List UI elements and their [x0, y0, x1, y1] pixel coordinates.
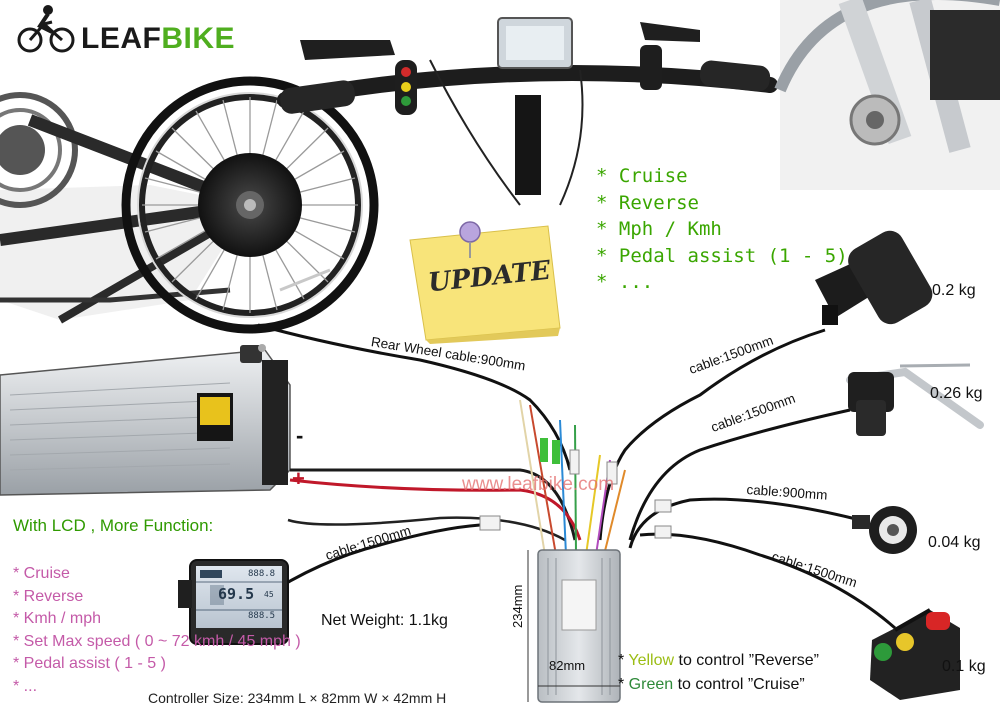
yellow-word: Yellow [628, 652, 675, 669]
lcd-feature-item: * Cruise [13, 565, 70, 582]
top-feature-list: * Cruise * Reverse * Mph / Kmh * Pedal a… [596, 163, 848, 296]
top-feature-item: * Reverse [596, 191, 699, 214]
lcd-feature-item: * Set Max speed ( 0 ~ 72 kmh / 45 mph ) [13, 632, 301, 650]
lcd-trip-readout: 888.5 [248, 611, 276, 621]
brand-logo-leaf: LEAF [81, 22, 162, 55]
battery-plus-sign: + [292, 466, 305, 491]
note-prefix: * [618, 652, 629, 669]
pas-weight: 0.04 kg [928, 534, 981, 551]
net-weight-label: Net Weight: 1.1kg [321, 612, 448, 629]
controller-width-label: 82mm [549, 658, 586, 673]
note-prefix: * [618, 676, 629, 693]
rear-hub-motor-wheel [121, 76, 379, 334]
note-text: to control ”Cruise” [673, 676, 805, 693]
watermark-url: www.leafbike.com [462, 474, 615, 495]
handlebar-photo [277, 17, 778, 206]
lcd-feature-item: * ... [13, 677, 38, 695]
lcd-display-unit [178, 559, 289, 645]
controller-box [527, 549, 621, 703]
lcd-speed-readout: 69.5 [218, 585, 255, 603]
function-switch [870, 608, 960, 700]
cyclist-logo-icon [17, 5, 75, 53]
wiring-harness [257, 323, 896, 630]
note-text: to control ”Reverse” [674, 652, 820, 669]
yellow-reverse-note: * Yellow to control ”Reverse” [618, 652, 819, 670]
lcd-feature-item: * Kmh / mph [13, 610, 102, 627]
switch-weight: 0.1 kg [942, 658, 986, 675]
throttle-grip [815, 230, 933, 325]
lcd-bars-readout: 45 [264, 590, 274, 599]
green-word: Green [628, 676, 674, 693]
front-fork-photo [774, 0, 1000, 190]
brand-logo-bike: BIKE [161, 22, 236, 55]
lcd-feature-list: * Cruise * Reverse * Kmh / mph * Set Max… [13, 563, 301, 698]
green-cruise-note: * Green to control ”Cruise” [618, 676, 805, 694]
lcd-section-title: With LCD , More Function: [13, 516, 214, 535]
lcd-feature-item: * Pedal assist ( 1 - 5 ) [13, 655, 166, 672]
brake-lever [846, 363, 984, 436]
controller-size-line: Controller Size: 234mm L × 82mm W × 42mm… [148, 690, 447, 706]
lcd-feature-item: * Reverse [13, 587, 84, 605]
brake-weight: 0.26 kg [930, 385, 983, 402]
top-feature-item: * Cruise [596, 165, 688, 187]
throttle-weight: 0.2 kg [932, 282, 976, 299]
battery-pack [0, 344, 291, 496]
brand-logo: LEAFBIKE [81, 22, 235, 56]
lcd-odo-readout: 888.8 [248, 569, 276, 579]
top-feature-item: * Pedal assist (1 - 5) [596, 244, 848, 267]
top-feature-item: * Mph / Kmh [596, 218, 722, 240]
controller-height-label: 234mm [510, 584, 525, 628]
top-feature-item: * ... [596, 271, 654, 293]
pas-sensor [852, 506, 917, 554]
update-sticky-note [409, 221, 561, 344]
wire-connectors [479, 438, 672, 539]
battery-minus-sign: - [296, 423, 304, 448]
